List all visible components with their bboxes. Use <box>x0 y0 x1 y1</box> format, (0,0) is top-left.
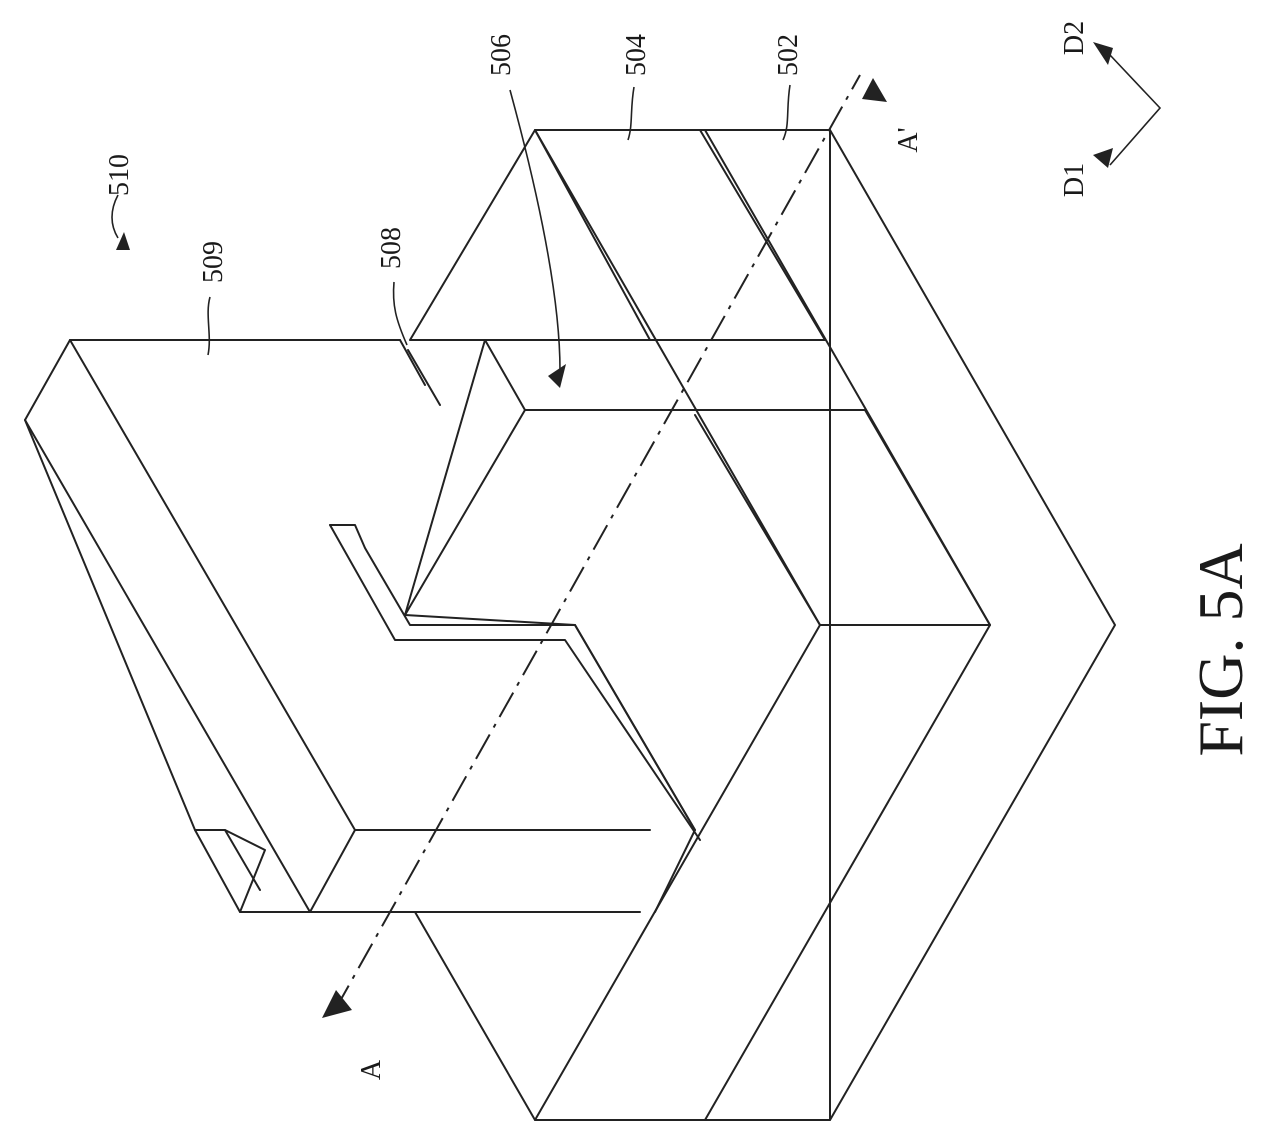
section-arrow-a-prime <box>862 78 887 102</box>
label-d2: D2 <box>1059 21 1090 55</box>
label-509: 509 <box>198 241 229 283</box>
label-504: 504 <box>621 34 652 76</box>
section-arrow-a <box>322 990 352 1018</box>
section-line-a-a-prime <box>322 75 887 1018</box>
label-a: A <box>356 1059 387 1080</box>
upper-step-left <box>410 130 825 340</box>
labels: 510 509 508 506 504 502 A' A D1 D2 FIG. … <box>104 21 1256 1080</box>
device-arrowhead <box>116 232 130 250</box>
fin-arrowhead <box>548 364 566 388</box>
label-506: 506 <box>486 34 517 76</box>
label-510: 510 <box>104 154 135 196</box>
label-a-prime: A' <box>893 127 924 152</box>
leader-lines <box>112 42 1160 388</box>
figure-caption: FIG. 5A <box>1185 543 1256 756</box>
label-502: 502 <box>773 34 804 76</box>
label-508: 508 <box>376 227 407 269</box>
d2-arrowhead <box>1093 42 1113 65</box>
label-d1: D1 <box>1059 163 1090 197</box>
